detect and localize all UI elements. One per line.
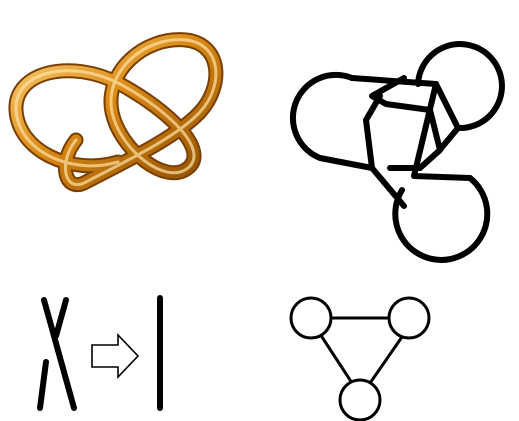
inner-strand-b [366, 96, 404, 206]
inner-strand-c [372, 78, 440, 168]
graph-edge-left [320, 334, 354, 386]
hollow-arrow-icon [92, 335, 138, 377]
crossing-change-panel [40, 298, 160, 408]
crossing-x-icon [40, 300, 74, 408]
triangle-graph-panel [291, 298, 429, 420]
graph-edge-right [368, 334, 404, 386]
graph-node-bottom [340, 380, 380, 420]
trefoil-tube-icon [16, 40, 216, 185]
graph-node-left [291, 298, 331, 338]
trefoil-circle-diagram-panel [293, 44, 502, 260]
graph-node-right [389, 298, 429, 338]
bottom-right-lobe [395, 178, 487, 260]
left-lobe [293, 75, 372, 168]
trefoil-3d-panel [16, 40, 216, 185]
